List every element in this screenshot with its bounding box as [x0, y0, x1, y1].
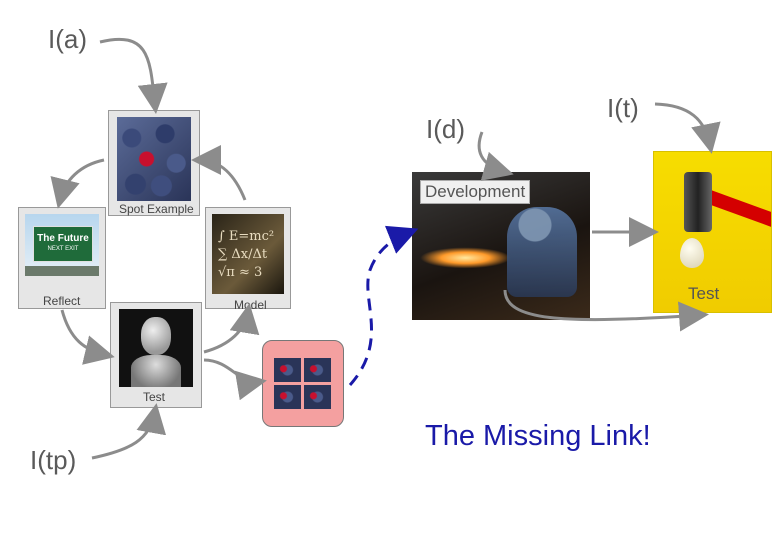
worker-figure: [507, 207, 577, 297]
missing-link-caption: The Missing Link!: [425, 420, 651, 452]
future-sign-image: The Future NEXT EXIT: [25, 214, 99, 276]
equation-glyphs: ∫ E=mc²∑ Δx/Δt√π ≈ 3: [218, 229, 275, 280]
model-card: ∫ E=mc²∑ Δx/Δt√π ≈ 3 Model: [205, 207, 291, 312]
thumb-4: [304, 385, 331, 409]
reflect-card: The Future NEXT EXIT Reflect: [18, 207, 106, 309]
missing-link-box: [262, 340, 344, 427]
development-label: Development: [425, 182, 526, 201]
sign-posts: [25, 266, 99, 276]
future-sign-title: The Future: [37, 233, 89, 244]
test-card: Test: [110, 302, 202, 408]
arrow-test-to-pinkbox: [203, 358, 267, 401]
robot-image: [119, 309, 193, 387]
future-sign-board: The Future NEXT EXIT: [33, 226, 93, 262]
arrow-reflect-to-test: [60, 309, 115, 365]
blueberries-image: [117, 117, 191, 201]
label-i-a: I(a): [48, 24, 87, 54]
arrow-it: [654, 102, 721, 154]
egg: [680, 238, 704, 268]
future-sign-sub: NEXT EXIT: [47, 246, 79, 252]
arrow-test-to-model: [203, 303, 260, 354]
arrow-itp: [91, 403, 167, 460]
thumb-1: [274, 358, 301, 382]
robot-body: [131, 355, 181, 387]
equations-image: ∫ E=mc²∑ Δx/Δt√π ≈ 3: [212, 214, 284, 294]
test-label-cycle: Test: [143, 390, 166, 404]
arrow-ia: [99, 37, 168, 114]
thumb-3: [274, 385, 301, 409]
label-i-d: I(d): [426, 114, 465, 144]
spot-example-label: Spot Example: [119, 202, 194, 216]
arrow-model-to-spot: [191, 145, 247, 201]
label-i-tp: I(tp): [30, 445, 77, 475]
arrow-id: [477, 131, 514, 181]
spot-example-card: Spot Example: [108, 110, 200, 216]
arrow-dev-feedback: [503, 289, 709, 332]
arrow-spot-to-reflect: [50, 158, 105, 209]
thumb-2: [304, 358, 331, 382]
test-label-right: Test: [688, 284, 720, 303]
reflect-label: Reflect: [43, 294, 81, 308]
robot-head: [141, 317, 171, 355]
hammer-egg-image: [653, 151, 772, 313]
dashed-missing-link-arrow: [348, 225, 419, 386]
hammer-head: [684, 172, 712, 232]
development-label-box: Development: [420, 180, 531, 204]
label-i-t: I(t): [607, 93, 639, 123]
